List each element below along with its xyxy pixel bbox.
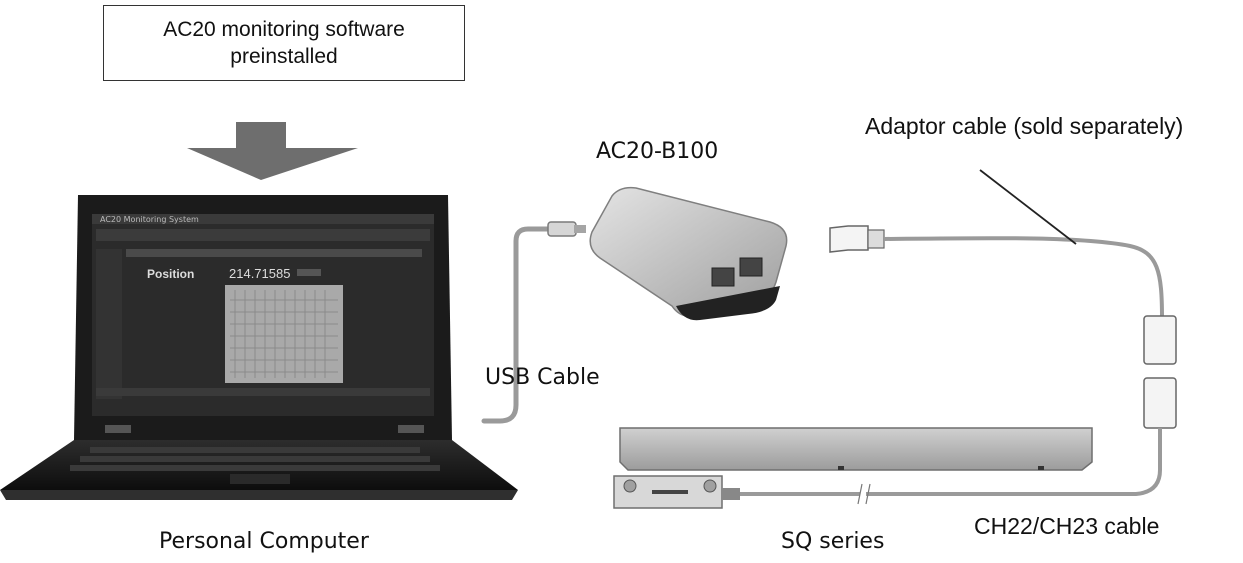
screen-window-title: AC20 Monitoring System [100,215,199,224]
ch-cable-label: CH22/CH23 cable [974,513,1160,539]
screen-position-label: Position [147,267,195,281]
usb-cable [481,226,551,424]
usb-cable-label: USB Cable [485,365,600,390]
laptop-illustration [0,195,518,500]
scale-label: SQ series [781,529,885,554]
adaptor-cable-label: Adaptor cable (sold separately) [865,113,1184,139]
screen-position-value: 214.71585 [229,266,291,281]
adaptor-cable [829,169,1177,365]
software-callout-box: AC20 monitoring software preinstalled [103,5,465,81]
ac20-b100-device [589,186,788,321]
sq-series-scale [613,427,1093,509]
usb-plug [547,221,577,237]
computer-label: Personal Computer [159,529,369,554]
device-label: AC20-B100 [596,139,719,164]
callout-line-2: preinstalled [230,45,338,68]
ch-cable [700,377,1177,505]
callout-line-1: AC20 monitoring software [163,18,405,41]
down-arrow-icon [187,122,358,180]
